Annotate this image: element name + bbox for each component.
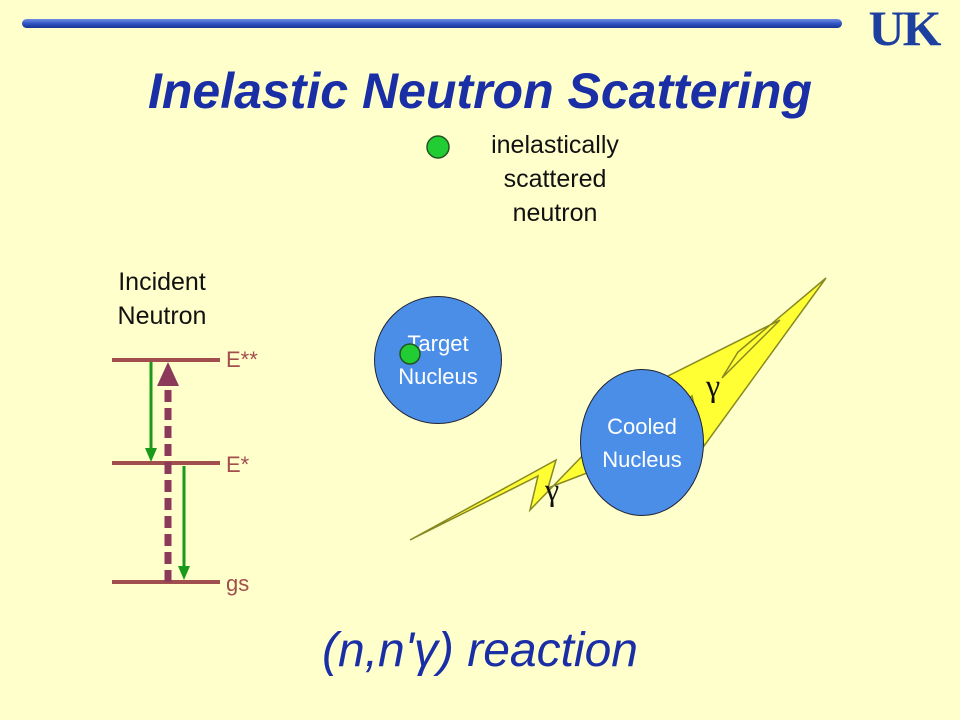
scattered-neutron-marker	[426, 135, 450, 159]
gamma-symbol-lower: γ	[544, 471, 559, 507]
excitation-arrow-head	[157, 362, 179, 386]
reaction-label: (n,n'γ) reaction	[322, 624, 638, 677]
gamma-ray-bolt-lower	[409, 446, 602, 541]
decay-arrow-e1-gs-head	[178, 566, 190, 580]
target-nucleus: Target Nucleus	[374, 296, 502, 424]
level-label-e1: E*	[226, 452, 250, 477]
level-label-e2: E**	[226, 347, 258, 372]
incident-neutron-marker	[399, 343, 421, 365]
gamma-symbol-upper: γ	[705, 367, 720, 403]
level-label-gs: gs	[226, 571, 250, 596]
incident-neutron-label: Incident Neutron	[117, 268, 207, 330]
decay-arrow-e2-e1-head	[145, 448, 157, 462]
scattered-neutron-label: inelastically scattered neutron	[491, 131, 619, 227]
slide-title: Inelastic Neutron Scattering	[147, 63, 813, 119]
university-logo: UK	[868, 0, 942, 56]
header-bar	[22, 19, 842, 28]
cooled-nucleus: Cooled Nucleus	[580, 369, 704, 516]
